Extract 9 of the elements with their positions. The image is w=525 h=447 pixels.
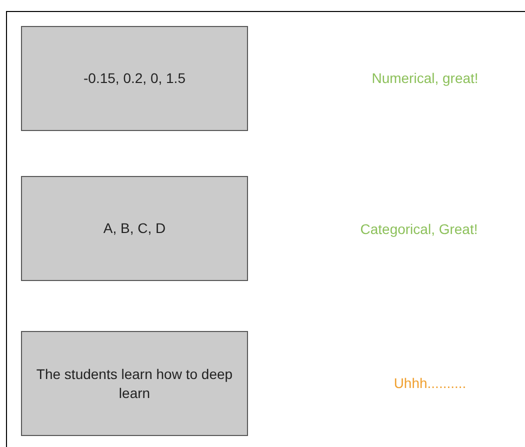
comment-text: Uhhh.......... — [394, 375, 466, 391]
box-text: The students learn how to deep learn — [35, 365, 234, 402]
box-text: A, B, C, D — [102, 219, 167, 238]
comment-text: Categorical, Great! — [360, 221, 478, 237]
data-box — [21, 331, 248, 436]
box-text: -0.15, 0.2, 0, 1.5 — [82, 69, 186, 88]
data-box — [21, 26, 248, 131]
data-box — [21, 176, 248, 281]
comment-text: Numerical, great! — [372, 70, 478, 86]
